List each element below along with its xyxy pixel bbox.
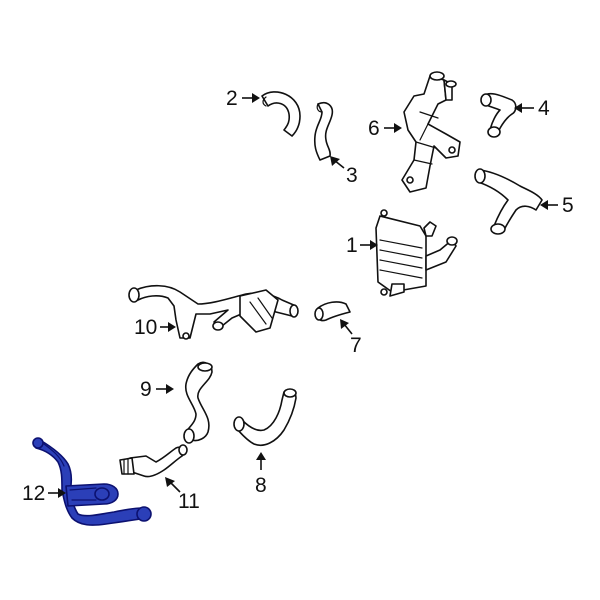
- part-8-hose[interactable]: [233, 388, 297, 446]
- part-12-tube-assembly[interactable]: [32, 437, 152, 526]
- callout-3: 3: [330, 156, 358, 187]
- callout-label-4: 4: [538, 97, 550, 120]
- part-11-pipe[interactable]: [119, 444, 188, 478]
- part-6-pipe-assembly[interactable]: [401, 71, 461, 193]
- callout-label-7: 7: [350, 334, 362, 357]
- callout-11: 11: [165, 477, 200, 513]
- callout-8: 8: [255, 452, 267, 497]
- part-2-hose[interactable]: [261, 91, 301, 137]
- callout-7: 7: [340, 319, 362, 357]
- callout-9: 9: [140, 378, 174, 401]
- callout-12: 12: [22, 482, 66, 505]
- callout-label-11: 11: [178, 490, 200, 513]
- callout-label-3: 3: [346, 164, 358, 187]
- callout-4: 4: [514, 97, 550, 120]
- part-10-pipe-assembly[interactable]: [128, 284, 299, 340]
- callout-label-8: 8: [255, 474, 267, 497]
- callout-label-10: 10: [134, 316, 157, 339]
- callout-5: 5: [540, 194, 574, 217]
- part-1-oil-cooler[interactable]: [375, 209, 458, 297]
- part-9-hose[interactable]: [183, 361, 213, 444]
- callout-10: 10: [134, 316, 176, 339]
- callout-label-1: 1: [346, 234, 358, 257]
- callout-1: 1: [346, 234, 378, 257]
- callout-label-2: 2: [226, 87, 238, 110]
- part-4-hose[interactable]: [480, 92, 517, 138]
- part-3-hose[interactable]: [313, 101, 334, 161]
- part-5-hose[interactable]: [474, 168, 543, 235]
- callout-6: 6: [368, 117, 402, 140]
- callout-label-9: 9: [140, 378, 152, 401]
- callout-label-5: 5: [562, 194, 574, 217]
- callout-2: 2: [226, 87, 260, 110]
- part-7-hose[interactable]: [314, 301, 351, 322]
- callout-label-12: 12: [22, 482, 45, 505]
- callout-label-6: 6: [368, 117, 380, 140]
